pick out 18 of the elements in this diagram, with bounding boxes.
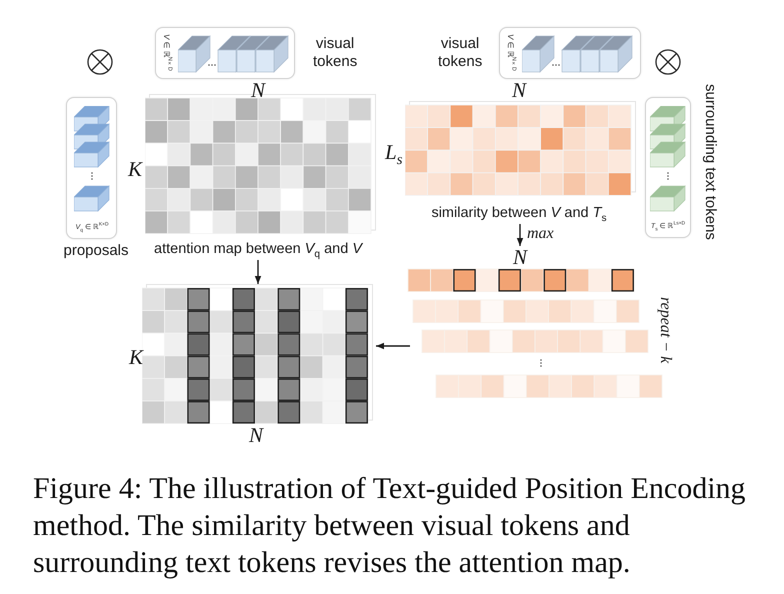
arrow <box>254 260 262 284</box>
dimension-label: K <box>128 158 142 180</box>
token-label: surrounding text tokens <box>701 84 719 240</box>
dimension-label: N <box>513 246 527 268</box>
matrix-title: attention map between V$_{q}$ and V <box>154 240 362 258</box>
token-label: visual tokens <box>313 35 358 71</box>
figure-caption: Figure 4: The illustration of Text-guided Position Encoding method. The similarity between visual tokens and surrounding text tokens revises the attention map. <box>33 471 747 581</box>
dimension-label: N <box>249 424 263 446</box>
dimension-label: N <box>512 79 526 101</box>
token-label: proposals <box>63 242 129 260</box>
arrow <box>376 342 410 350</box>
edge-label: max <box>527 225 554 243</box>
token-label: visual tokens <box>438 35 482 71</box>
matrix-title: similarity between V and T$_{s}$ <box>431 204 607 222</box>
dimension-label: L$_{s}$ <box>385 141 402 163</box>
repeat-label: repeat − k <box>656 297 674 364</box>
arrow <box>516 224 524 246</box>
dimension-label: K <box>129 346 144 368</box>
